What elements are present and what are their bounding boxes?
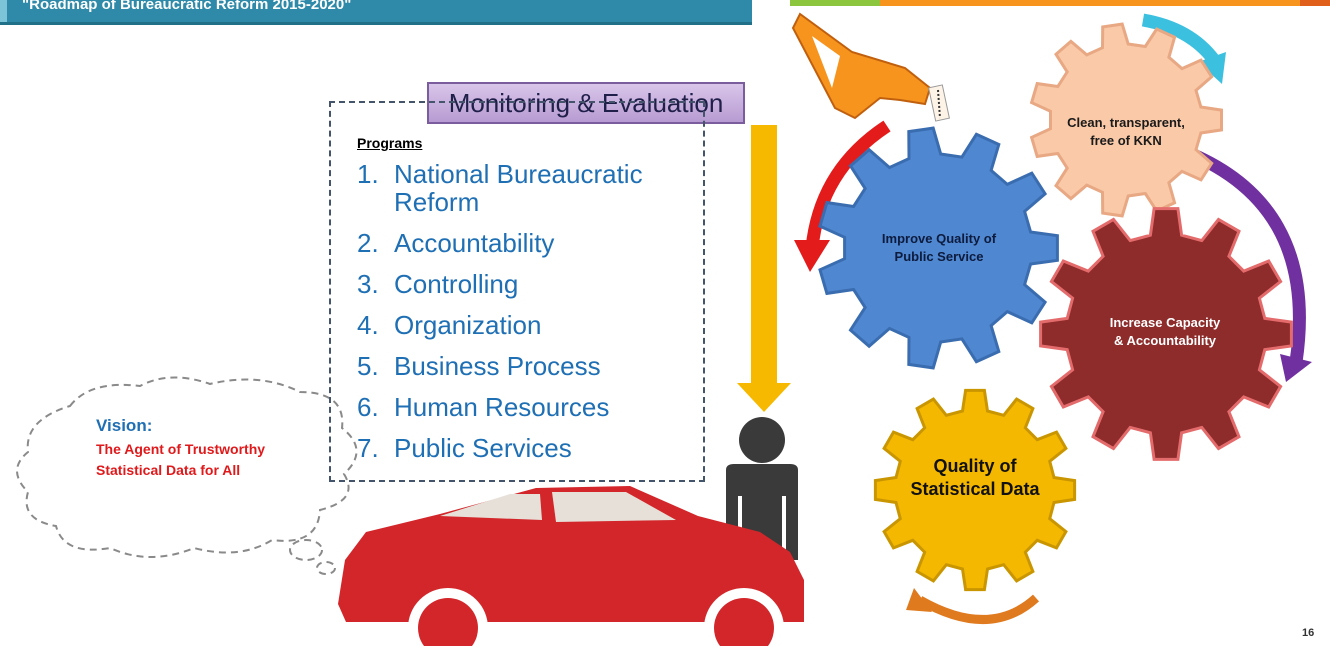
vision-statement: The Agent of Trustworthy Statistical Dat… [96,441,266,478]
gear-body [873,388,1077,592]
cycle-arrow-orange [906,588,1040,624]
down-arrow [737,125,791,412]
gear-improve-icon [818,126,1059,370]
gear-increase-icon [1039,207,1293,461]
gear-quality-icon [873,388,1077,592]
slide-title: "Roadmap of Bureaucratic Reform 2015-202… [22,0,352,13]
cycle-arrow-cyan [1141,13,1226,84]
programs-frame [329,101,705,482]
gear-body [1029,22,1223,218]
fuel-nozzle-icon [791,12,950,122]
color-stripe [790,0,880,6]
header-accent [0,0,7,22]
gear-body [818,126,1059,370]
gear-label-quality: Quality of Statistical Data [910,456,1040,499]
list-item: 2.Accountability [357,228,555,258]
gear-body [1039,207,1293,461]
page-number: 16 [1302,627,1315,639]
list-item: 5.Business Process [357,351,601,381]
gear-label-improve: Improve Quality of Public Service [881,231,997,264]
car-icon [338,486,804,646]
list-item: 3.Controlling [357,269,519,299]
cloud-icon [16,376,358,575]
color-stripe [880,0,1300,6]
list-item: 7.Public Services [357,433,572,463]
monitoring-evaluation-box: Monitoring & Evaluation [427,82,745,124]
gear-label-clean: Clean, transparent, free of KKN [1067,115,1185,148]
gear-clean-icon [1029,22,1223,218]
programs-list: 1.National Bureaucratic Reform 2.Account… [357,160,717,475]
list-item: 6.Human Resources [357,392,610,422]
list-item: 1.National Bureaucratic Reform [357,159,643,217]
list-item: 4.Organization [357,310,542,340]
color-stripe [1300,0,1330,6]
gear-label-increase: Increase Capacity & Accountability [1109,315,1221,348]
vision-label: Vision: [96,416,153,435]
cycle-arrow-red [794,120,891,272]
header-bar: "Roadmap of Bureaucratic Reform 2015-202… [0,0,752,25]
programs-heading: Programs [357,135,423,151]
vision-callout: Vision: The Agent of Trustworthy Statist… [96,416,336,481]
